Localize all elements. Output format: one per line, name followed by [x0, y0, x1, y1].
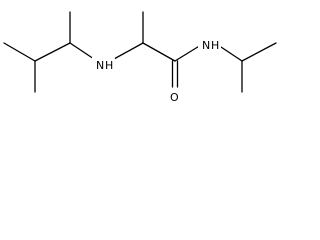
molecule-structure: N H N H O	[3, 11, 277, 104]
amide-n-label-mask	[198, 35, 221, 53]
bond-methyl-left-upper	[3, 42, 36, 62]
bond-amide-n-to-isopropyl	[217, 44, 243, 62]
amide-h-label: H	[211, 39, 219, 52]
amine-n-label: N	[96, 59, 104, 72]
carbonyl-o-label-mask	[168, 88, 182, 104]
bond-amine-n-to-alpha-c	[113, 42, 144, 60]
bond-alpha-to-carbonyl	[142, 42, 176, 62]
carbonyl-o-label: O	[170, 91, 179, 104]
amide-n-label: N	[202, 39, 210, 52]
amine-n-label-mask	[92, 55, 115, 73]
bond-isopropyl-methyl-up	[241, 42, 277, 62]
bond-carbonyl-to-amide-n	[174, 44, 202, 62]
bond-branch-right	[34, 42, 71, 62]
bond-to-amine-n	[69, 42, 95, 60]
amine-h-label: H	[105, 59, 113, 72]
